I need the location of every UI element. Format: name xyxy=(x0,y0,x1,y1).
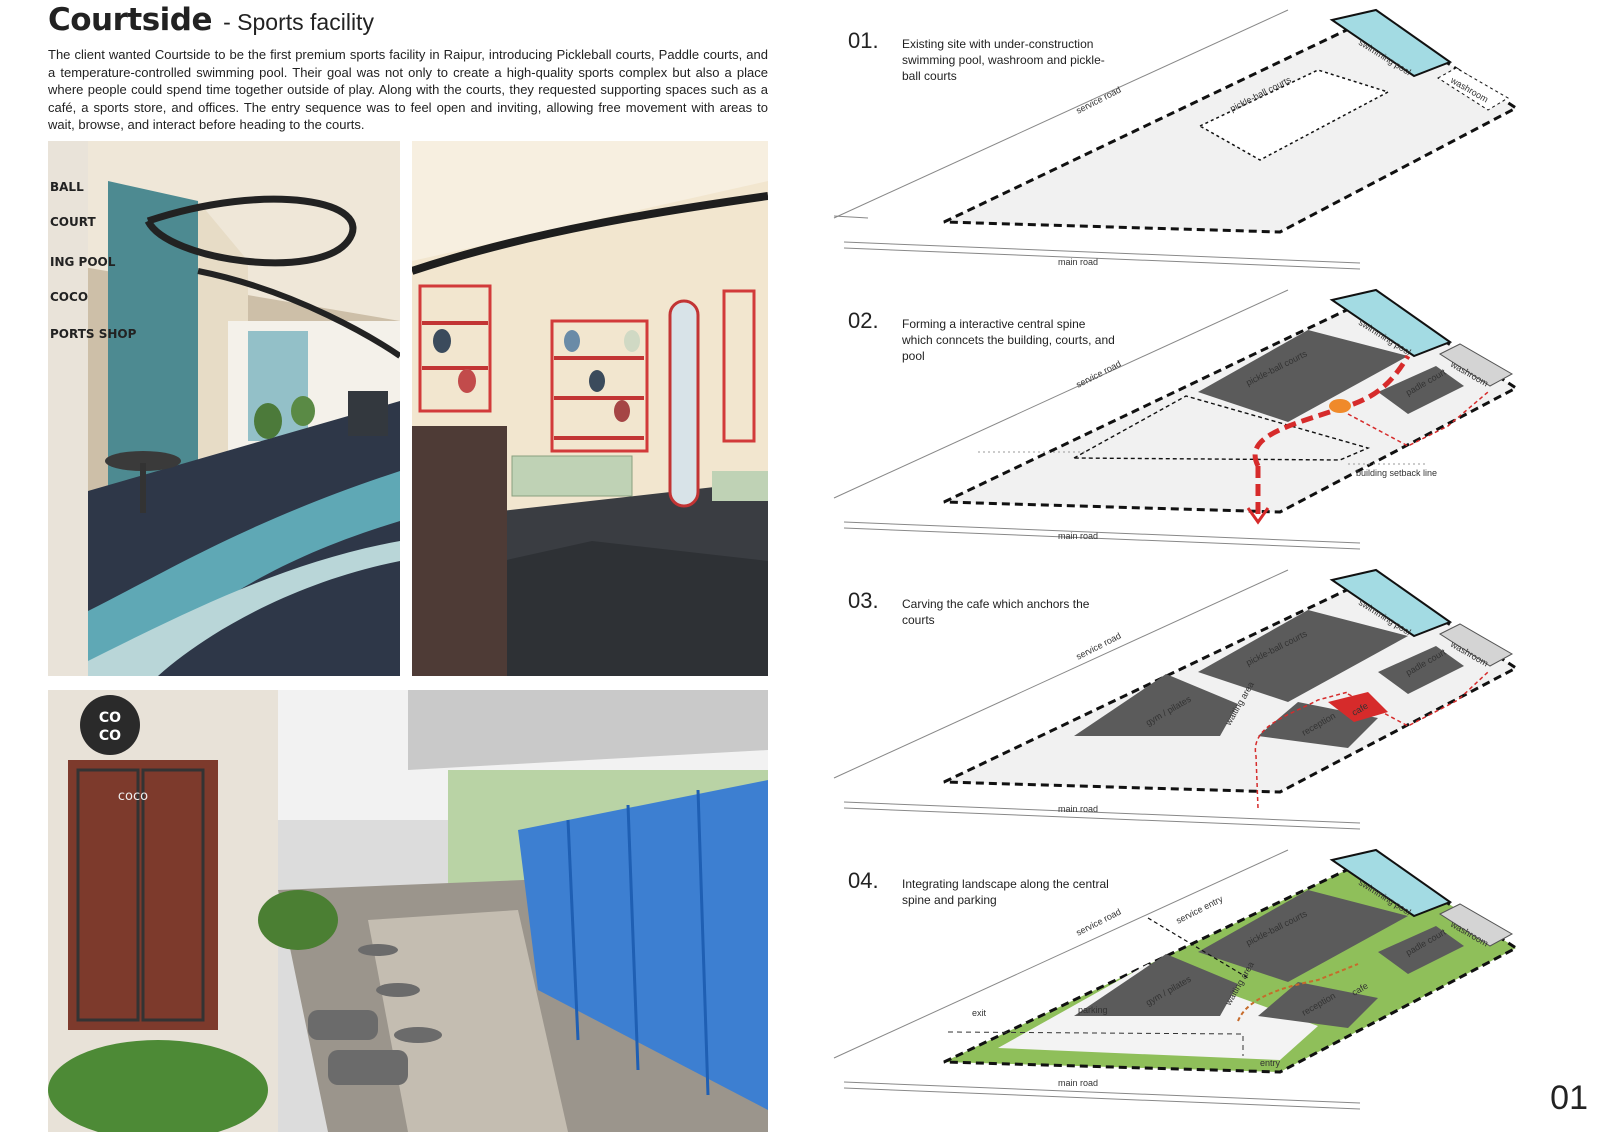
lobby-sign-5: PORTS SHOP xyxy=(50,327,137,341)
svg-text:main road: main road xyxy=(1058,804,1098,814)
diagram-04: 04. Integrating landscape along the cent… xyxy=(833,848,1568,1121)
main-road-line xyxy=(843,241,1361,264)
photo-sports-store xyxy=(412,141,768,676)
svg-text:exit: exit xyxy=(972,1008,987,1018)
lobby-sign-4: COCO xyxy=(50,290,88,304)
step-caption: Carving the cafe which anchors the court… xyxy=(902,597,1090,627)
project-subtitle: - Sports facility xyxy=(223,9,374,35)
svg-text:building setback line: building setback line xyxy=(1356,468,1437,478)
step-number: 02. xyxy=(848,308,879,333)
svg-text:service road: service road xyxy=(1074,359,1122,390)
label-service-road: service road xyxy=(1074,85,1122,116)
svg-text:parking: parking xyxy=(1078,1005,1108,1015)
intro-paragraph: The client wanted Courtside to be the fi… xyxy=(48,47,768,133)
svg-text:entry: entry xyxy=(1260,1058,1281,1068)
cafe-sign-bottom: CO xyxy=(99,728,121,744)
step-caption: Forming a interactive central spine whic… xyxy=(902,317,1115,363)
diagram-02: 02. Forming a interactive central spine … xyxy=(833,288,1568,561)
photo-lobby-corridor: BALL COURT ING POOL COCO PORTS SHOP xyxy=(48,141,400,676)
step-number: 04. xyxy=(848,868,879,893)
lobby-sign-3: ING POOL xyxy=(50,255,116,269)
svg-text:main road: main road xyxy=(1058,1078,1098,1088)
cafe-sign-top: CO xyxy=(99,710,121,726)
svg-text:main road: main road xyxy=(1058,531,1098,541)
page-number: 01 xyxy=(1550,1079,1588,1117)
courts-block xyxy=(1198,330,1408,422)
photo-cafe-terrace: CO CO coco xyxy=(48,690,768,1132)
cafe-block xyxy=(1328,692,1388,722)
lobby-sign-1: BALL xyxy=(50,180,84,194)
cafe-door-text: coco xyxy=(118,789,148,804)
step-number: 03. xyxy=(848,588,879,613)
diagram-01: 01. Existing site with under-constructio… xyxy=(833,8,1568,281)
page-title: Courtside - Sports facility xyxy=(48,2,374,38)
project-name: Courtside xyxy=(48,2,213,38)
label-main-road: main road xyxy=(1058,257,1098,267)
svg-text:service road: service road xyxy=(1074,907,1122,938)
court-outline xyxy=(1198,69,1390,161)
diagram-03: 03. Carving the cafe which anchors the c… xyxy=(833,568,1568,841)
lobby-sign-2: COURT xyxy=(50,215,96,229)
step-number: 01. xyxy=(848,28,879,53)
service-road-line xyxy=(833,9,1289,219)
gym-block xyxy=(1074,674,1238,736)
pool-block xyxy=(1329,8,1453,78)
step-caption: Existing site with under-construction sw… xyxy=(902,37,1105,83)
paddle-block xyxy=(1378,366,1464,414)
central-spine xyxy=(1252,354,1411,468)
step-caption: Integrating landscape along the central … xyxy=(902,877,1109,907)
